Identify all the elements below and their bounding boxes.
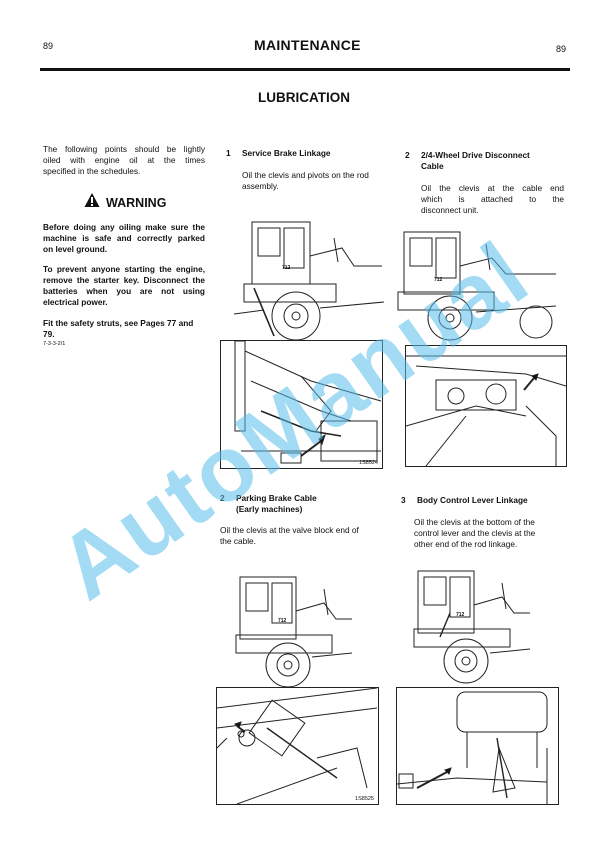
warning-paragraph-3: Fit the safety struts, see Pages 77 and … (43, 318, 208, 340)
item-number: 2 (220, 493, 225, 503)
warning-line: remove the starter key. Disconnect the (43, 275, 205, 285)
item-title-line: Cable (421, 161, 444, 171)
detail-illustration-2 (405, 345, 567, 467)
warning-line: 79. (43, 329, 55, 339)
model-plate: 712 (278, 618, 287, 624)
item-body: Oil the clevis at the bottom of the cont… (414, 517, 564, 550)
detail-illustration-1: 1S8524 (220, 340, 383, 469)
machine-illustration-3: 712 (232, 573, 353, 688)
section-title: LUBRICATION (258, 90, 350, 105)
figure-ref: 1S8525 (355, 796, 374, 802)
warning-line: Before doing any oiling make sure the (43, 222, 205, 232)
item-title-line: Parking Brake Cable (236, 493, 317, 503)
item-title-line: 2/4-Wheel Drive Disconnect (421, 150, 530, 160)
model-plate: 712 (434, 277, 443, 283)
item-body-line: control lever and the clevis at the (414, 528, 536, 538)
header-rule (40, 68, 570, 71)
reference-code: 7-3-3-2/1 (43, 341, 66, 347)
item-title: Body Control Lever Linkage (417, 495, 528, 505)
item-body-line: Oil the clevis at the cable end (421, 183, 564, 193)
item-body: Oil the clevis and pivots on the rod ass… (242, 170, 392, 192)
warning-title: WARNING (106, 196, 167, 210)
intro-line: The following points should be lightly (43, 144, 205, 154)
item-body-line: assembly. (242, 181, 279, 191)
warning-line: on level ground. (43, 244, 108, 254)
item-title-line: (Early machines) (236, 504, 303, 514)
model-plate: 712 (456, 612, 465, 618)
item-title: Parking Brake Cable (Early machines) (236, 493, 317, 515)
item-body: Oil the clevis at the valve block end of… (220, 525, 385, 547)
figure-ref: 1S8524 (359, 460, 378, 466)
item-number: 1 (226, 148, 231, 158)
warning-line: Fit the safety struts, see Pages 77 and (43, 318, 194, 328)
intro-paragraph: The following points should be lightly o… (43, 144, 205, 177)
item-body-line: Oil the clevis at the bottom of the (414, 517, 535, 527)
detail-illustration-4 (396, 687, 559, 805)
warning-line: batteries when you are not using (43, 286, 205, 296)
page-number-right: 89 (556, 44, 567, 54)
machine-illustration-1: 712 (233, 218, 385, 342)
item-body-line: other end of the rod linkage. (414, 539, 518, 549)
machine-illustration-2: 712 (396, 230, 561, 342)
item-body-line: Oil the clevis at the valve block end of (220, 525, 359, 535)
intro-line: oiled with engine oil at the times (43, 155, 205, 165)
item-number: 3 (401, 495, 406, 505)
warning-line: To prevent anyone starting the engine, (43, 264, 205, 274)
item-body-line: which is attached to the (421, 194, 564, 204)
page-number-left: 89 (43, 41, 54, 51)
item-body-line: disconnect unit. (421, 205, 479, 215)
chapter-title: MAINTENANCE (254, 37, 361, 53)
item-body-line: the cable. (220, 536, 256, 546)
model-plate: 712 (282, 265, 291, 271)
warning-line: electrical power. (43, 297, 108, 307)
warning-paragraph-1: Before doing any oiling make sure the ma… (43, 222, 205, 255)
item-title: Service Brake Linkage (242, 148, 331, 158)
item-body-line: Oil the clevis and pivots on the rod (242, 170, 369, 180)
machine-illustration-4: 712 (410, 567, 531, 687)
item-body: Oil the clevis at the cable end which is… (421, 183, 564, 216)
warning-line: machine is safe and correctly parked (43, 233, 205, 243)
warning-paragraph-2: To prevent anyone starting the engine, r… (43, 264, 205, 308)
detail-illustration-3: 1S8525 (216, 687, 379, 805)
item-title: 2/4-Wheel Drive Disconnect Cable (421, 150, 530, 172)
item-number: 2 (405, 150, 410, 160)
warning-icon (84, 192, 100, 213)
intro-line: specified in the schedules. (43, 166, 141, 176)
